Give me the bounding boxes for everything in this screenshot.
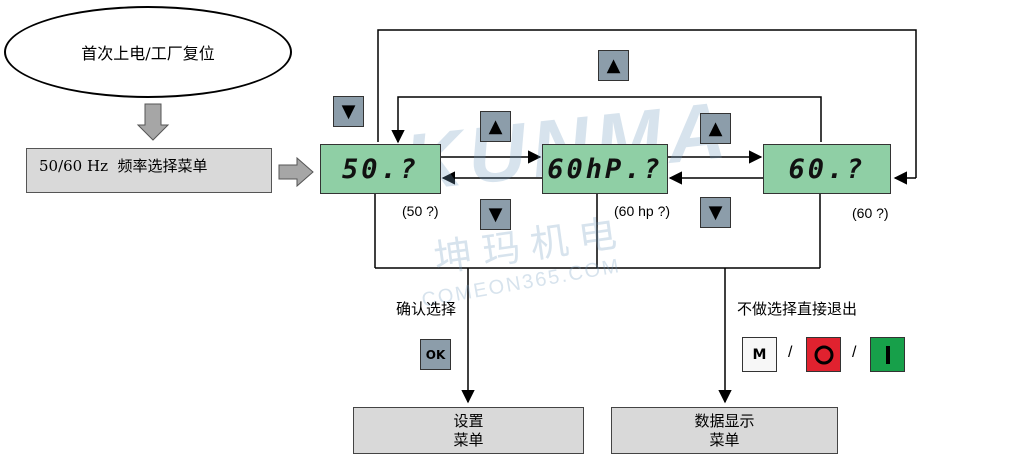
display-50hz: 50.? [320,144,441,194]
separator-slash: / [788,344,793,361]
exit-without-selection-label: 不做选择直接退出 [737,300,858,318]
frequency-menu-label: 50/60 Hz 频率选择菜单 [39,157,208,175]
power-on-reset-node: 首次上电/工厂复位 [4,6,292,98]
setup-menu-box: 设置 菜单 [353,407,584,454]
m-key-icon: M [742,337,777,372]
frequency-menu-box: 50/60 Hz 频率选择菜单 [26,148,272,193]
on-key-icon [870,337,905,372]
down-key-icon: ▼ [700,197,731,228]
off-key-icon [806,337,841,372]
data-display-menu-box: 数据显示 菜单 [611,407,838,454]
display-60hp-text: 60hP.? [547,153,663,185]
setup-menu-line1: 设置 [453,411,484,430]
display-60hz-caption: (60 ?) [852,205,889,221]
power-on-reset-label: 首次上电/工厂复位 [81,44,215,63]
display-50hz-text: 50.? [341,153,420,185]
display-60hp-caption: (60 hp ?) [614,203,671,219]
display-60hp: 60hP.? [542,144,668,194]
data-display-menu-line1: 数据显示 [694,411,755,430]
setup-menu-line2: 菜单 [453,430,484,449]
up-key-icon: ▲ [700,113,731,144]
data-display-menu-line2: 菜单 [709,430,740,449]
down-key-icon: ▼ [333,96,364,127]
display-60hz: 60.? [763,144,891,194]
up-key-icon: ▲ [598,50,629,81]
ok-key-icon: OK [420,339,451,370]
up-key-icon: ▲ [480,111,511,142]
display-50hz-caption: (50 ?) [402,203,439,219]
confirm-selection-label: 确认选择 [396,300,457,318]
display-60hz-text: 60.? [788,153,866,185]
separator-slash: / [852,344,857,361]
down-key-icon: ▼ [480,199,511,230]
